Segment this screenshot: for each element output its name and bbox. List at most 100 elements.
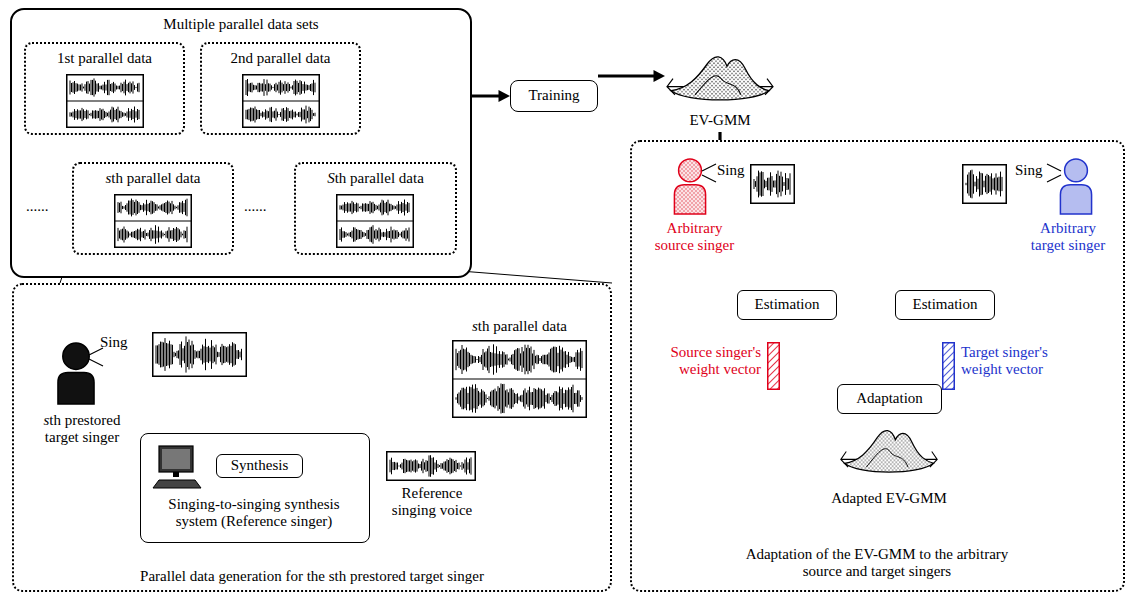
node-label: Adaptation [856, 390, 923, 407]
waveform-frame [963, 165, 1007, 204]
node-label: Arbitrary source singer [647, 220, 742, 255]
node-box: SingArbitrary target singer [952, 152, 1117, 262]
connector [472, 90, 510, 102]
node-box: 2nd parallel data [200, 42, 361, 135]
waveform-box [66, 74, 144, 128]
node-box: sth parallel data [447, 316, 592, 420]
ellipsis-label: ...... [26, 198, 49, 215]
waveform-box [152, 332, 247, 377]
node-box: Multiple parallel data sets 1st parallel … [10, 8, 472, 278]
node-label: Sth parallel data [296, 170, 455, 187]
node-label: Adaptation of the EV-GMM to the arbitrar… [727, 546, 1027, 581]
node-label: sth prestored target singer [32, 412, 132, 447]
node-label: 2nd parallel data [202, 50, 359, 67]
ellipsis-label: ...... [244, 198, 267, 215]
vector-bar [943, 343, 955, 390]
monitor [159, 446, 193, 472]
divider [452, 378, 587, 379]
keyboard [153, 480, 201, 488]
connector [598, 70, 665, 82]
node-label: Adapted EV-GMM [824, 490, 954, 507]
waveform-box [452, 340, 587, 418]
waveform-frame [115, 195, 192, 248]
node-label: Sing [1015, 162, 1043, 179]
weight-vector [767, 342, 780, 390]
gmm-surface [844, 431, 933, 473]
node-label: Sing [717, 162, 745, 179]
speech-lines [701, 162, 717, 184]
waveform-box [242, 74, 320, 128]
waveform-frame [153, 333, 247, 377]
node-box: Sing sth prestored target singer [32, 324, 247, 449]
waveform [340, 225, 409, 244]
gmm-distribution [665, 50, 775, 106]
singer-head [679, 159, 702, 182]
waveform [456, 384, 582, 414]
singer-icon [671, 158, 709, 214]
waveform-frame [387, 452, 476, 481]
node-label: Estimation [913, 296, 978, 313]
waveform [340, 200, 409, 216]
waveform [754, 171, 790, 198]
gmm-distribution [839, 424, 939, 478]
waveform-box [114, 194, 192, 248]
divider [114, 220, 192, 221]
singer-body [674, 185, 705, 214]
node-label: Arbitrary target singer [1022, 220, 1114, 255]
waveform-frame [453, 341, 587, 418]
waveform [156, 336, 242, 372]
waveform-box [336, 194, 414, 248]
node-box: Training [510, 80, 598, 112]
node-label: Synthesis [231, 457, 289, 474]
waveform-frame [751, 165, 795, 204]
waveform [246, 106, 315, 124]
singer-body [58, 372, 94, 404]
gmm-contour [866, 449, 908, 468]
waveform [70, 78, 139, 96]
node-box: Parallel data generation for the sth pre… [12, 283, 612, 592]
speech-lines [1046, 162, 1062, 184]
divider [66, 100, 144, 101]
node-box: SingArbitrary source singer [647, 152, 797, 262]
node-box: Adapted EV-GMM [824, 424, 954, 516]
waveform [70, 107, 139, 123]
node-box: Adaptation [837, 384, 942, 414]
singer-head [63, 343, 89, 369]
node-label: sth parallel data [447, 318, 592, 335]
connector-line [598, 75, 655, 78]
node-label: Sing [100, 334, 128, 351]
waveform [246, 79, 315, 96]
node-box: sth parallel data [72, 162, 234, 255]
divider [242, 100, 320, 101]
singer-head [1065, 159, 1088, 182]
node-box: Sth parallel data [294, 162, 457, 255]
node-label: Source singer's weight vector [642, 344, 761, 379]
node-box: EV-GMM [665, 50, 775, 132]
connector-line [472, 95, 500, 98]
node-label: Singing-to-singing synthesis system (Ref… [146, 496, 362, 531]
waveform [966, 170, 1002, 199]
node-label: sth parallel data [74, 170, 232, 187]
node-box: Source singer's weight vector [642, 340, 782, 392]
computer-icon [153, 444, 203, 490]
node-label: Parallel data generation for the sth pre… [14, 568, 610, 585]
node-box: Synthesis [216, 454, 303, 478]
node-label: Training [528, 87, 579, 104]
node-box: Estimation [737, 290, 837, 320]
waveform [390, 455, 471, 477]
waveform-box [962, 164, 1007, 204]
weight-vector [942, 342, 955, 390]
node-box: Reference singing voice [380, 447, 484, 523]
singer-body [1060, 185, 1091, 214]
node-box: Target singer's weight vector [937, 340, 1087, 392]
waveform [118, 225, 187, 244]
node-label: Multiple parallel data sets [12, 16, 470, 33]
waveform-frame [243, 75, 320, 128]
arrow-head [654, 70, 666, 82]
waveform [118, 199, 187, 217]
waveform-frame [67, 75, 144, 128]
node-box: 1st parallel data [24, 42, 185, 135]
divider [336, 220, 414, 221]
gmm-contour [695, 76, 741, 95]
waveform-box [386, 451, 476, 481]
